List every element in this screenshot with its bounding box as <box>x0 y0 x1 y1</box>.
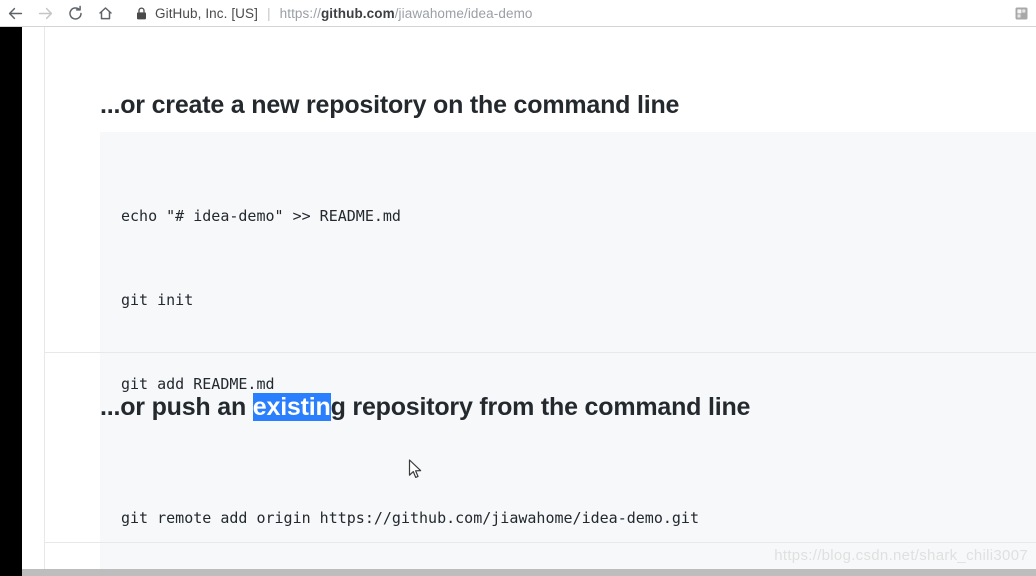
lock-icon <box>136 6 147 20</box>
back-arrow-icon <box>7 5 24 22</box>
browser-toolbar: GitHub, Inc. [US] | https://github.com/j… <box>0 0 1036 27</box>
url-scheme: https:// <box>279 5 321 21</box>
section-heading-create-new-repo: ...or create a new repository on the com… <box>100 91 679 120</box>
address-bar[interactable]: GitHub, Inc. [US] | https://github.com/j… <box>120 0 1036 26</box>
code-line: echo "# idea-demo" >> README.md <box>121 207 401 225</box>
reload-icon <box>67 5 84 22</box>
home-icon <box>97 5 114 22</box>
page-container-left-border <box>44 27 45 576</box>
url-host: github.com <box>320 5 395 21</box>
omnibox-separator: | <box>266 5 271 21</box>
home-button[interactable] <box>90 0 120 26</box>
screen-recording-bezel <box>0 27 22 576</box>
forward-button[interactable] <box>30 0 60 26</box>
horizontal-scrollbar[interactable] <box>22 569 1036 576</box>
watermark-text: https://blog.csdn.net/shark_chili3007 <box>774 547 1028 564</box>
heading-text-before-selection: ...or push an <box>100 393 253 421</box>
url-path: /jiawahome/idea-demo <box>394 5 533 21</box>
text-selection-highlight[interactable]: existin <box>252 393 331 421</box>
heading-text: ...or create a new repository on the com… <box>100 91 680 119</box>
url-text: https://github.com/jiawahome/idea-demo <box>280 6 533 21</box>
section-heading-push-existing-repo: ...or push an existing repository from t… <box>100 393 750 422</box>
forward-arrow-icon <box>37 5 54 22</box>
page-viewport: ...or create a new repository on the com… <box>22 27 1036 576</box>
extension-icon[interactable] <box>1012 4 1030 22</box>
code-block-push-existing-repo[interactable]: git remote add origin https://github.com… <box>100 434 1036 576</box>
code-line: git add README.md <box>121 375 275 393</box>
code-line: git remote add origin https://github.com… <box>121 509 699 527</box>
page-content: ...or create a new repository on the com… <box>45 27 1036 576</box>
section-divider <box>45 352 1036 353</box>
back-button[interactable] <box>0 0 30 26</box>
heading-text-after-selection: g repository from the command line <box>330 393 751 421</box>
code-line: git init <box>121 291 194 309</box>
toolbar-right-actions <box>1012 4 1036 22</box>
site-identity-label: GitHub, Inc. [US] <box>155 5 258 21</box>
reload-button[interactable] <box>60 0 90 26</box>
section-divider <box>45 542 1036 543</box>
